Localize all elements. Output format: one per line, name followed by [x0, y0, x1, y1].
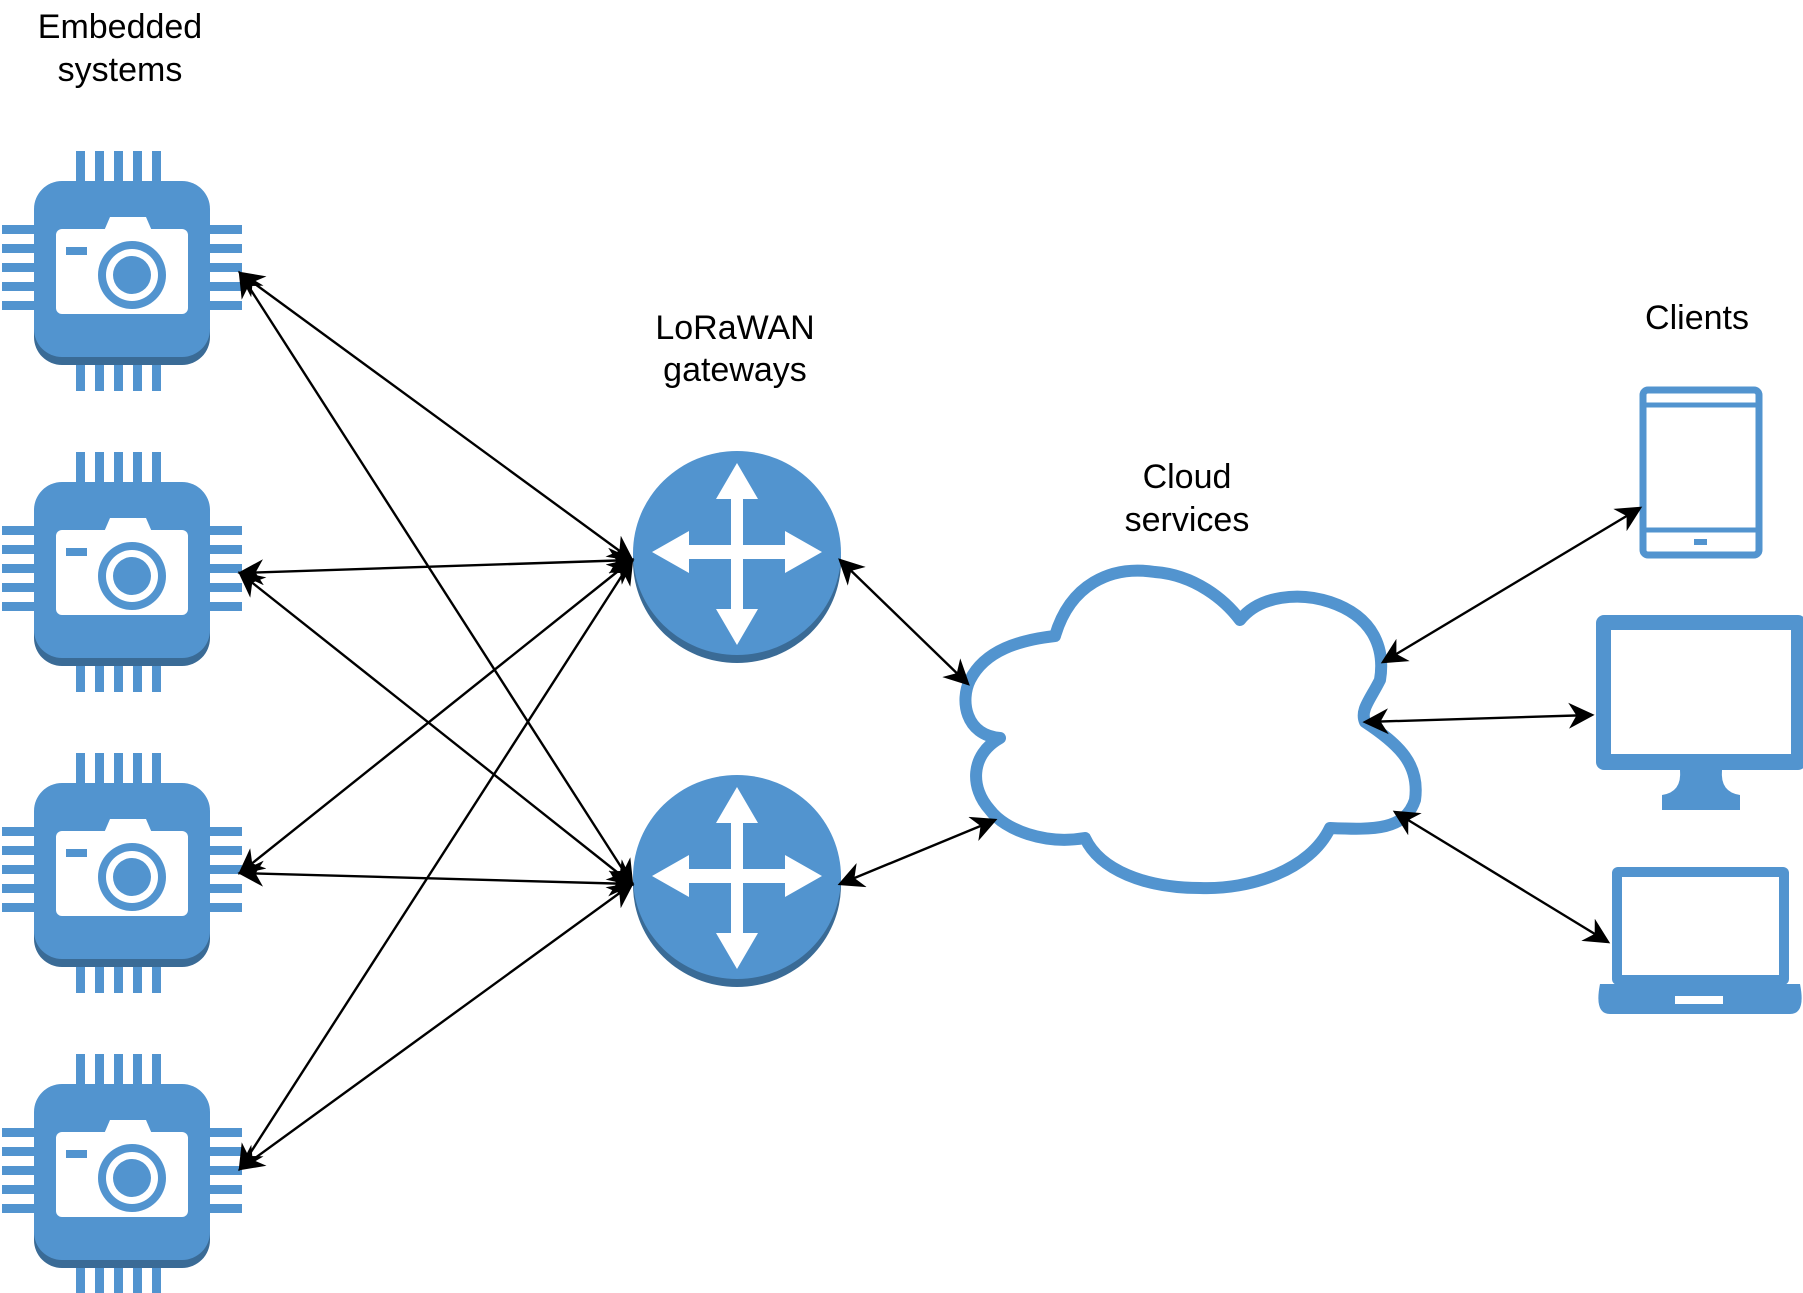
link-lorawan-gateway-1-to-cloud-services [838, 558, 970, 686]
client-desktop [1596, 615, 1803, 810]
link-embedded-device-4-to-lorawan-gateway-1 [238, 557, 634, 1172]
link-embedded-device-1-to-lorawan-gateway-2 [238, 270, 634, 887]
lorawan-gateway-1 [633, 451, 841, 663]
cloud-services-label-line1: Cloud [1143, 458, 1232, 496]
cloud-services-label-line2: services [1125, 501, 1250, 539]
link-embedded-device-3-to-lorawan-gateway-1 [237, 558, 635, 875]
embedded-device-1 [2, 151, 242, 391]
link-cloud-services-to-client-desktop [1362, 702, 1595, 735]
cloud-services-icon [959, 564, 1422, 895]
link-lorawan-gateway-2-to-cloud-services [837, 816, 998, 888]
clients-label: Clients [1645, 299, 1749, 337]
embedded-systems-label-line1: Embedded [38, 8, 202, 46]
link-embedded-device-1-to-lorawan-gateway-1 [237, 271, 635, 562]
client-tablet [1639, 386, 1763, 559]
embedded-device-4 [2, 1054, 242, 1293]
lorawan-gateway-2 [633, 775, 841, 987]
embedded-systems-label-line2: systems [58, 51, 183, 89]
link-cloud-services-to-client-tablet [1380, 506, 1643, 664]
link-embedded-device-2-to-lorawan-gateway-2 [237, 571, 635, 886]
link-embedded-device-3-to-lorawan-gateway-2 [237, 860, 635, 897]
embedded-device-3 [2, 753, 242, 993]
link-embedded-device-2-to-lorawan-gateway-1 [237, 547, 635, 586]
gateways-label-line2: gateways [663, 351, 807, 389]
gateways-label-line1: LoRaWAN [655, 309, 814, 347]
link-embedded-device-4-to-lorawan-gateway-2 [237, 882, 635, 1171]
link-cloud-services-to-client-laptop [1392, 810, 1611, 944]
embedded-device-2 [2, 452, 242, 692]
links-layer [237, 270, 1643, 1172]
client-laptop [1598, 867, 1802, 1014]
